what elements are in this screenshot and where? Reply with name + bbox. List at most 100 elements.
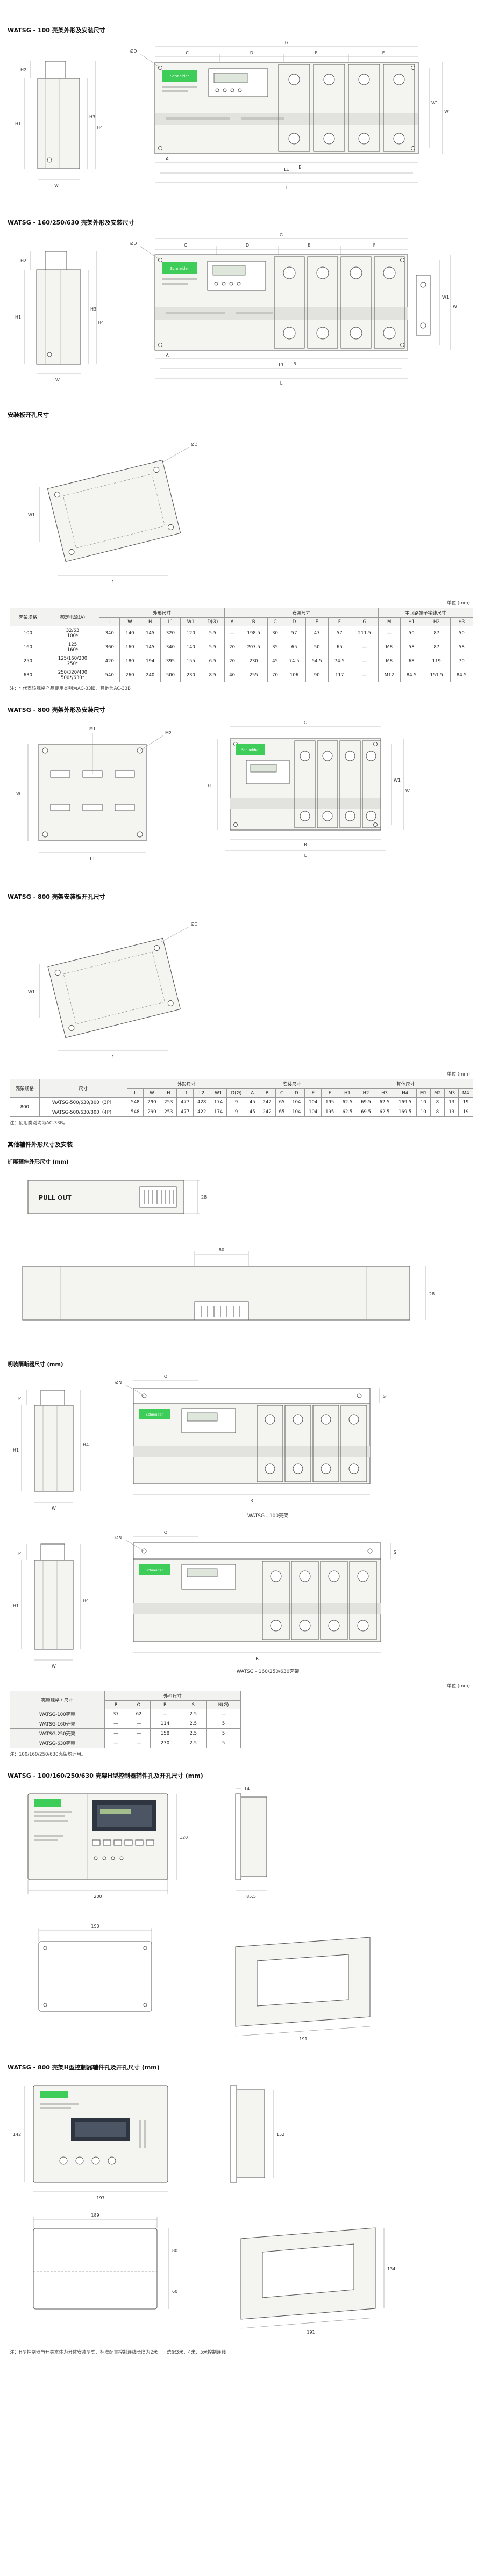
dim-o: O xyxy=(164,1374,167,1379)
dim-l1: L1 xyxy=(109,1055,115,1059)
row-header: WATSG-630壳架 xyxy=(10,1738,105,1748)
section-title-watsg160: WATSG - 160/250/630 壳架外形及安装尺寸 xyxy=(8,219,134,226)
dim-d: D xyxy=(250,50,253,55)
dim-e: E xyxy=(308,243,310,248)
dim-l1: L1 xyxy=(279,363,284,367)
cell: 65 xyxy=(275,1097,289,1107)
schneider-logo xyxy=(162,262,197,274)
switch-body: Schneider xyxy=(133,1558,381,1642)
cell: 2.5 xyxy=(180,1738,207,1748)
schneider-logo xyxy=(162,70,197,82)
col-header: W xyxy=(119,617,140,626)
ctrl-800-cutout-view: 189 80 60 xyxy=(33,2213,177,2310)
cell: 45 xyxy=(245,1107,259,1117)
row-header: WATSG-100壳架 xyxy=(10,1709,105,1719)
cell-frame: 160 xyxy=(10,640,46,654)
fig-pullout-base: 80 28 xyxy=(12,1238,484,1351)
dim-a: A xyxy=(166,156,169,161)
cell: — xyxy=(206,1709,241,1719)
cell: 158 xyxy=(150,1728,181,1738)
cell: 30 xyxy=(267,626,283,640)
col-header: M4 xyxy=(458,1088,473,1098)
cell: 57 xyxy=(282,626,306,640)
isolator160-front-view: O Schneider xyxy=(115,1530,396,1661)
cell: 120 xyxy=(180,626,202,640)
mounting-plate-800-drawing: ØD W1 L1 xyxy=(28,921,197,1059)
switch-body: Schneider xyxy=(133,1403,371,1484)
cell: — xyxy=(150,1709,181,1719)
cell: 19 xyxy=(458,1097,473,1107)
col-header: F xyxy=(321,1088,339,1098)
col-header: L xyxy=(126,1088,144,1098)
dim-p: P xyxy=(18,1396,21,1401)
dim-h4: H4 xyxy=(83,1598,89,1603)
cell-frame: 100 xyxy=(10,626,46,640)
cell: 119 xyxy=(422,654,451,668)
dim-g: G xyxy=(304,720,307,725)
cell: 2.5 xyxy=(180,1709,207,1719)
controller-side xyxy=(230,2085,265,2183)
pole-terminals xyxy=(262,1561,377,1640)
dim-w1: W1 xyxy=(394,778,401,783)
cell-frame: 800 xyxy=(10,1097,40,1117)
cell: 87 xyxy=(422,626,451,640)
dim-w1: W1 xyxy=(16,791,23,796)
dim-e: E xyxy=(315,50,317,55)
cell: 70 xyxy=(450,654,474,668)
cell: 151.5 xyxy=(422,668,451,682)
dim-w: W xyxy=(54,183,59,188)
cell: 20 xyxy=(224,640,240,654)
dim-152: 152 xyxy=(276,2132,284,2137)
dim-s: S xyxy=(394,1550,396,1555)
dim-h4: H4 xyxy=(98,320,104,325)
dim-w1: W1 xyxy=(431,100,438,105)
isolator100-caption: WATSG - 100壳架 xyxy=(247,1513,289,1519)
dim-w2: W xyxy=(453,304,457,309)
keypad xyxy=(92,1839,154,1860)
fig-isolator-160: P H1 W H4 O Schneider xyxy=(12,1527,484,1677)
fig-pullout-module: PULL OUT 28 xyxy=(12,1168,484,1233)
isolator100-front-view: O Schneider xyxy=(115,1374,386,1503)
cell: 8 xyxy=(430,1107,445,1117)
fig-watsg100: H2 H1 W H3 H4 G C D E F xyxy=(12,38,484,204)
cell: M8 xyxy=(378,654,401,668)
ctrl-small-cutout-view: 190 xyxy=(38,1924,152,2012)
dim-190: 190 xyxy=(91,1924,99,1929)
fig-ctrl-small-cutout: 190 191 xyxy=(12,1915,484,2049)
cell: 45 xyxy=(245,1097,259,1107)
dim-28: 28 xyxy=(429,1291,435,1296)
cell: 74.5 xyxy=(328,654,351,668)
schneider-logo-text: Schneider xyxy=(170,74,189,78)
dim-r: R xyxy=(250,1498,253,1503)
section-title-ctrl-800: WATSG - 800 壳架H型控制器辅件孔及开孔尺寸 (mm) xyxy=(8,2064,160,2071)
dim-o: O xyxy=(164,1530,167,1535)
cell: 340 xyxy=(99,626,120,640)
dim-28: 28 xyxy=(201,1195,207,1200)
dim-h1: H1 xyxy=(13,1448,19,1453)
cell: 422 xyxy=(193,1107,211,1117)
cell: 62.5 xyxy=(375,1097,394,1107)
cell: 5 xyxy=(206,1728,241,1738)
cell: 253 xyxy=(160,1097,177,1107)
cell: 477 xyxy=(176,1107,194,1117)
row-header: WATSG-250壳架 xyxy=(10,1728,105,1738)
cell: 140 xyxy=(180,640,202,654)
table-row: 壳架规格 尺寸 外形尺寸 安装尺寸 其他尺寸 xyxy=(10,1079,473,1098)
cell: 57 xyxy=(328,626,351,640)
cell: 13 xyxy=(444,1097,459,1107)
dim-d: D xyxy=(246,243,249,248)
cell: 340 xyxy=(160,640,181,654)
dim-142: 142 xyxy=(13,2132,21,2137)
isolator-cover xyxy=(133,1542,381,1560)
cell-frame: 250 xyxy=(10,654,46,668)
col-header: 壳架规格 xyxy=(10,1079,40,1098)
switch-body: Schneider xyxy=(154,254,408,351)
cell: 194 xyxy=(139,654,161,668)
plate xyxy=(47,937,181,1038)
